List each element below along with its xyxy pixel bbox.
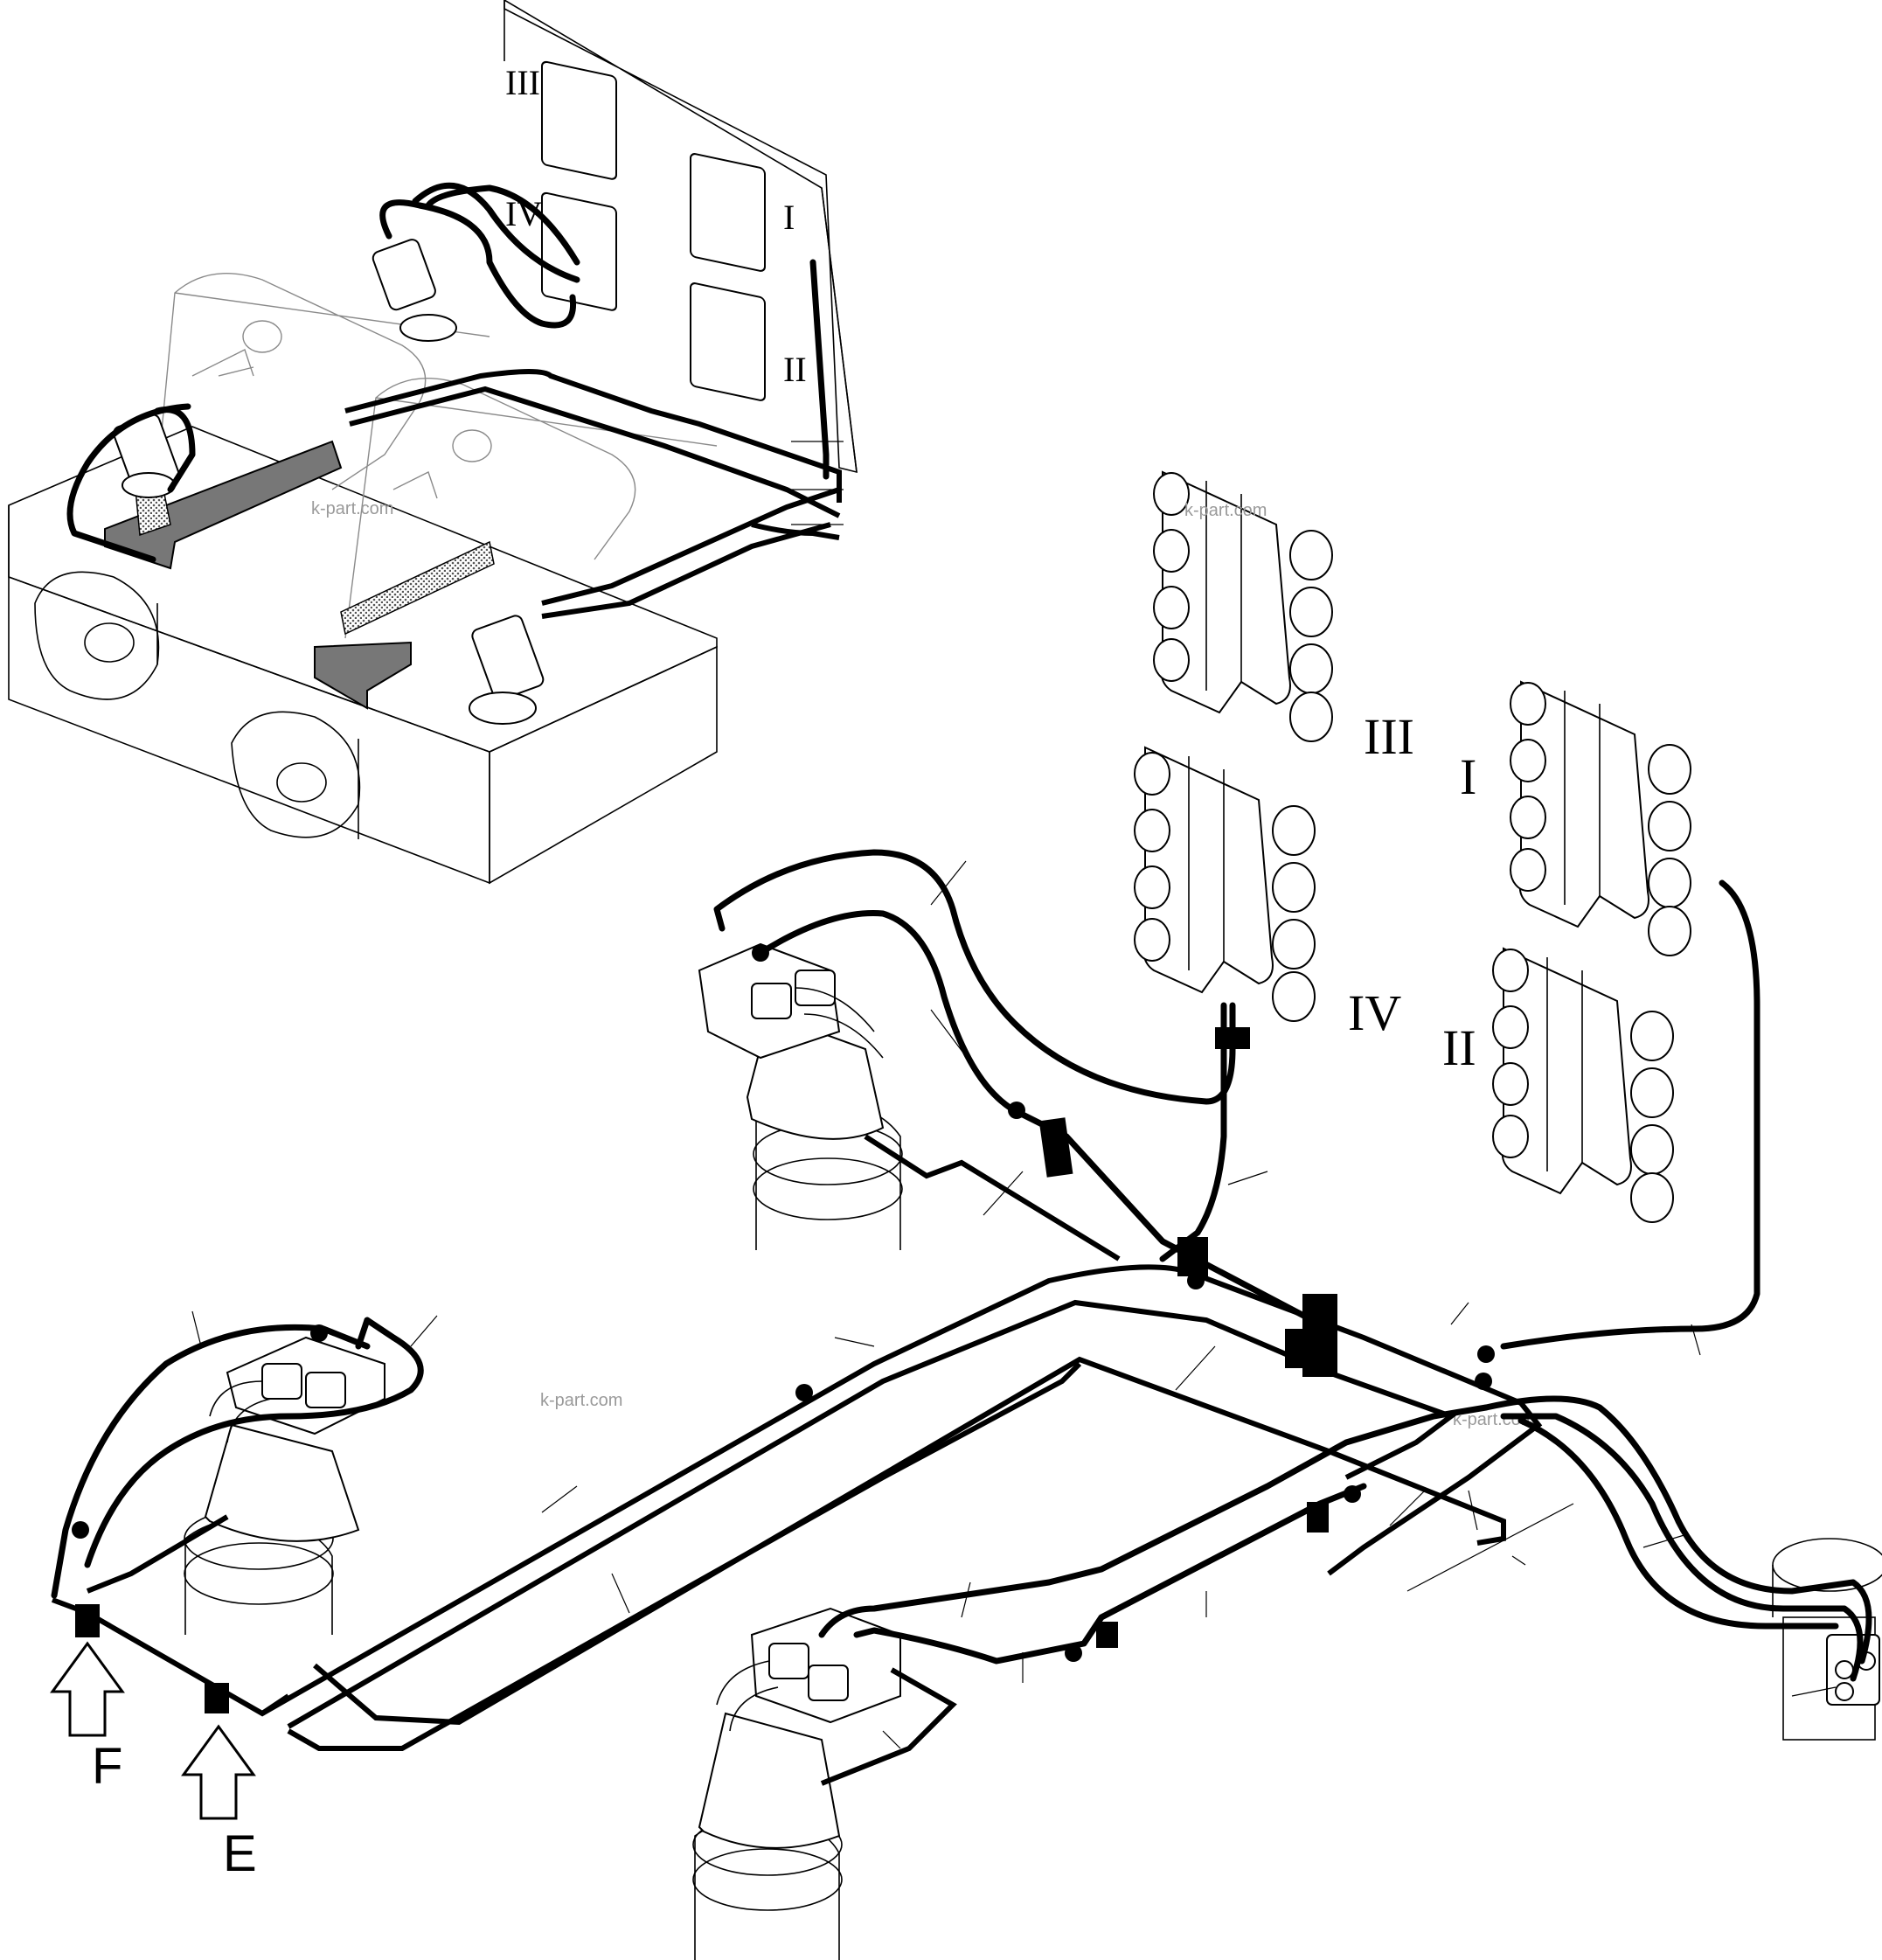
hose-valve-i-right — [1500, 879, 1760, 1350]
leader-lines — [191, 860, 1837, 1749]
pipe-loop-inner — [287, 1299, 1457, 1729]
inset-motor-bottom — [469, 615, 545, 725]
pipe-loop-left-2 — [313, 1356, 1506, 1726]
hose-top-loop — [713, 849, 1236, 1105]
inset-hose-b — [412, 182, 580, 283]
inset-eye-left — [34, 571, 160, 700]
inset-hose-e — [154, 407, 196, 493]
pipe-top-motor-down — [864, 1134, 1121, 1261]
hose-bundle-right-3 — [1517, 1417, 1839, 1630]
motor-left — [184, 1336, 385, 1635]
pipe-loop-outer — [260, 1264, 1543, 1716]
hose-lower-b — [853, 1483, 1367, 1665]
inset-hose-c — [425, 184, 580, 266]
inset-eye-left-hole — [84, 622, 135, 663]
hose-lower-a — [818, 1404, 1490, 1638]
inset-chassis-side — [489, 645, 718, 885]
inset-hose-a — [379, 199, 577, 329]
inset-label-i: I — [783, 198, 795, 237]
inset-pivot-1 — [242, 320, 282, 353]
hose-left-inner — [84, 1317, 424, 1568]
hose-top-inner — [757, 910, 1070, 1140]
pipe-return-f — [86, 1514, 229, 1594]
hose-bundle-right-2 — [1500, 1413, 1864, 1682]
pipe-bottom-to-f — [51, 1597, 290, 1717]
inset-valve-ii — [690, 282, 766, 401]
inset-guard-plate-dotted-2 — [340, 540, 495, 636]
valve-block-ii — [1492, 947, 1674, 1223]
inset-label-ii: II — [783, 350, 807, 389]
inset-overview: III IV I II k-part.com — [8, 0, 858, 885]
inset-guard-plate-lower — [314, 641, 412, 710]
inset-valve-iv — [541, 191, 617, 311]
pipe-loop-left — [287, 1361, 1082, 1751]
motor-bottom — [692, 1607, 901, 1960]
hose-bundle-right-1 — [1483, 1395, 1872, 1665]
label-valve-i: I — [1460, 748, 1476, 805]
watermark-1: k-part.com — [311, 499, 393, 518]
inset-eye-right-hole — [276, 762, 327, 803]
motor-top — [698, 942, 903, 1250]
label-f: F — [92, 1738, 122, 1795]
clamps — [72, 944, 1495, 1713]
inset-pipe-main-3 — [541, 487, 840, 606]
hose-left-loop — [51, 1324, 371, 1599]
watermark-2: k-part.com — [1184, 501, 1267, 520]
inset-motor-top — [372, 239, 457, 342]
label-valve-iv: IV — [1348, 984, 1401, 1041]
valve-block-i — [1510, 680, 1691, 956]
inset-pipe-main-1 — [344, 369, 842, 503]
inset-pivot-2 — [452, 429, 492, 462]
hose-valve-iv-down — [1159, 1002, 1227, 1262]
inset-label-iii: III — [505, 63, 540, 102]
callout-arrow-f — [50, 1641, 125, 1737]
watermark-3: k-part.com — [540, 1391, 622, 1410]
inset-valve-i — [690, 153, 766, 272]
valve-block-iv — [1134, 746, 1316, 1022]
inset-valve-iii — [541, 60, 617, 180]
inset-pipe-main-4 — [541, 522, 831, 619]
callout-arrow-e — [181, 1724, 256, 1820]
label-valve-iii: III — [1364, 708, 1414, 765]
label-e: E — [223, 1825, 257, 1882]
inset-motor-left — [113, 414, 180, 498]
pipe-lower-box — [820, 1667, 957, 1786]
inset-hose-d — [66, 403, 191, 563]
hose-diagonal-mid — [1063, 1133, 1332, 1332]
inset-pipe-main-2 — [349, 386, 841, 518]
label-valve-ii: II — [1442, 1019, 1476, 1076]
valve-block-iii — [1153, 470, 1333, 742]
inset-pipe-main-5 — [751, 522, 840, 540]
inset-boom-frame — [156, 273, 718, 639]
inset-pipe-right-vertical — [809, 259, 830, 480]
inset-eye-right — [231, 711, 361, 838]
